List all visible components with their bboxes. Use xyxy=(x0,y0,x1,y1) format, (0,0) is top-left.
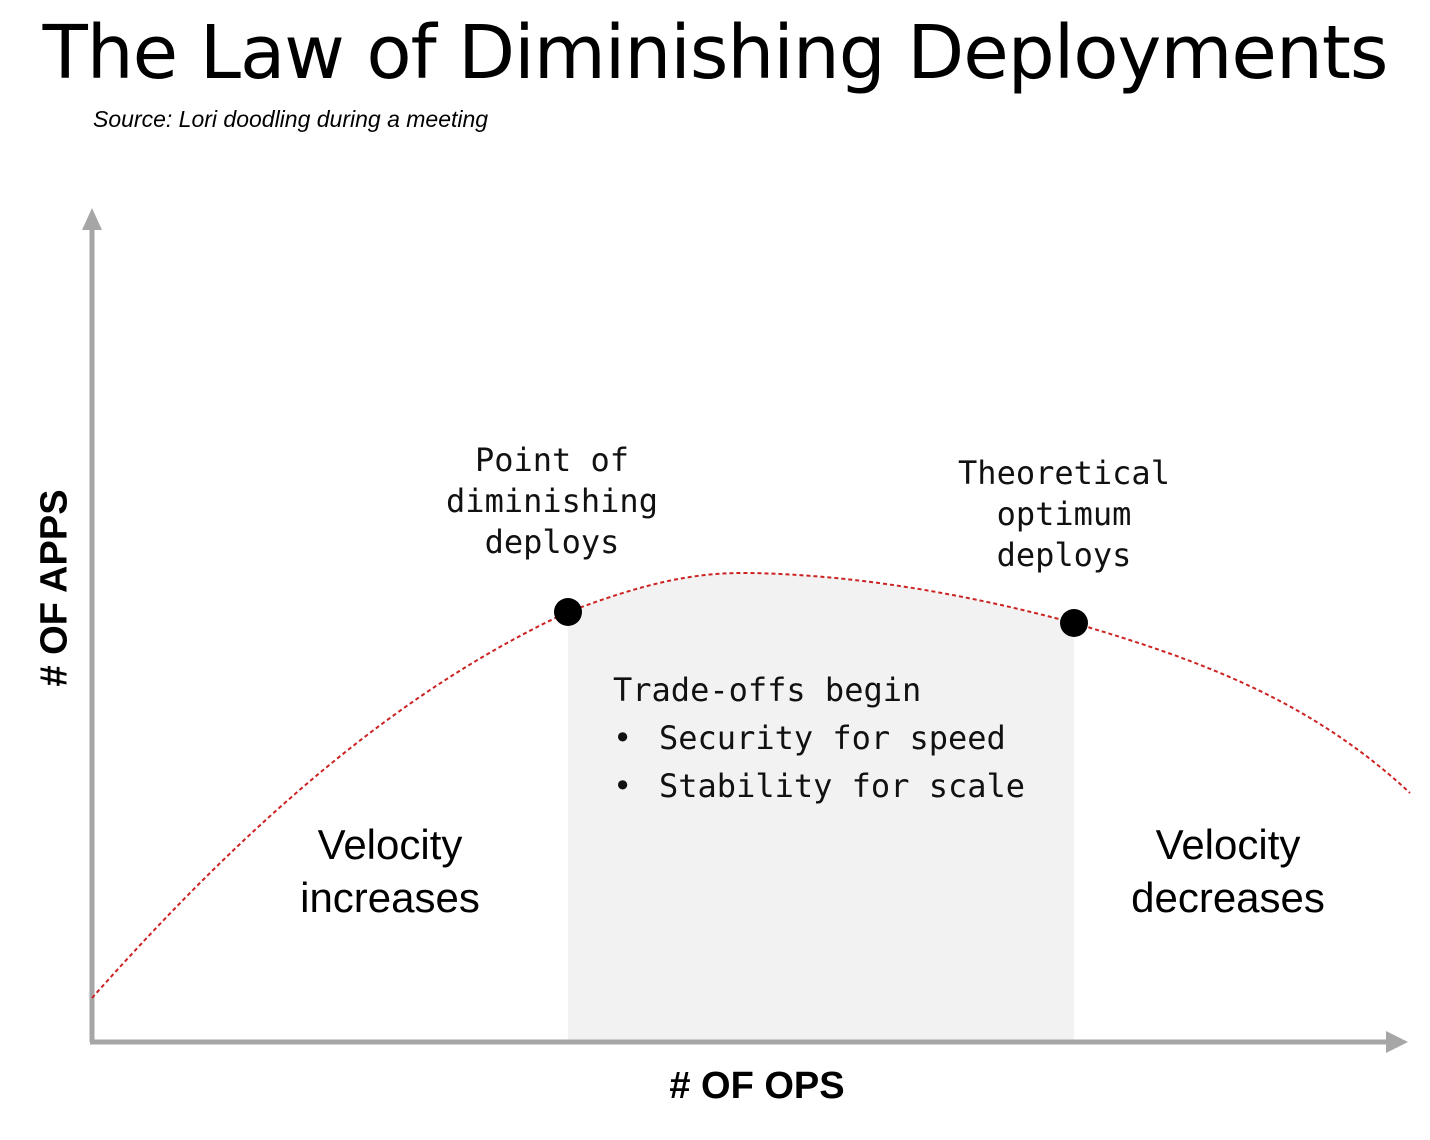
point-of-diminishing-deploys-marker xyxy=(554,598,582,626)
point-of-diminishing-deploys-label: Point of diminishing deploys xyxy=(430,440,674,563)
region-label-line: decreases xyxy=(1131,874,1325,921)
annotation-line: diminishing xyxy=(446,482,658,520)
y-axis-label: # OF APPS xyxy=(33,489,76,687)
x-axis-label: # OF OPS xyxy=(669,1065,845,1107)
x-axis-arrowhead xyxy=(1386,1031,1408,1053)
annotation-line: deploys xyxy=(484,523,620,561)
region-label-line: Velocity xyxy=(317,821,463,868)
annotation-line: Theoretical xyxy=(958,454,1170,492)
tradeoffs-list: Security for speed Stability for scale xyxy=(613,714,1025,810)
tradeoffs-note: Trade-offs begin Security for speed Stab… xyxy=(613,666,1025,810)
annotation-line: Point of xyxy=(474,441,630,479)
velocity-curve xyxy=(91,571,1411,999)
region-label-line: increases xyxy=(300,874,480,921)
tradeoffs-heading: Trade-offs begin xyxy=(613,671,922,709)
y-axis-arrowhead xyxy=(82,208,102,230)
page-title: The Law of Diminishing Deployments xyxy=(42,10,1389,96)
theoretical-optimum-label: Theoretical optimum deploys xyxy=(946,453,1182,576)
velocity-decreases-label: Velocity decreases xyxy=(1100,818,1356,924)
source-note: Source: Lori doodling during a meeting xyxy=(93,106,489,132)
theoretical-optimum-marker xyxy=(1060,609,1088,637)
tradeoff-item: Stability for scale xyxy=(613,762,1025,810)
region-label-line: Velocity xyxy=(1155,821,1301,868)
annotation-line: deploys xyxy=(996,536,1132,574)
velocity-increases-label: Velocity increases xyxy=(270,818,510,924)
annotation-line: optimum xyxy=(996,495,1132,533)
tradeoff-item: Security for speed xyxy=(613,714,1025,762)
